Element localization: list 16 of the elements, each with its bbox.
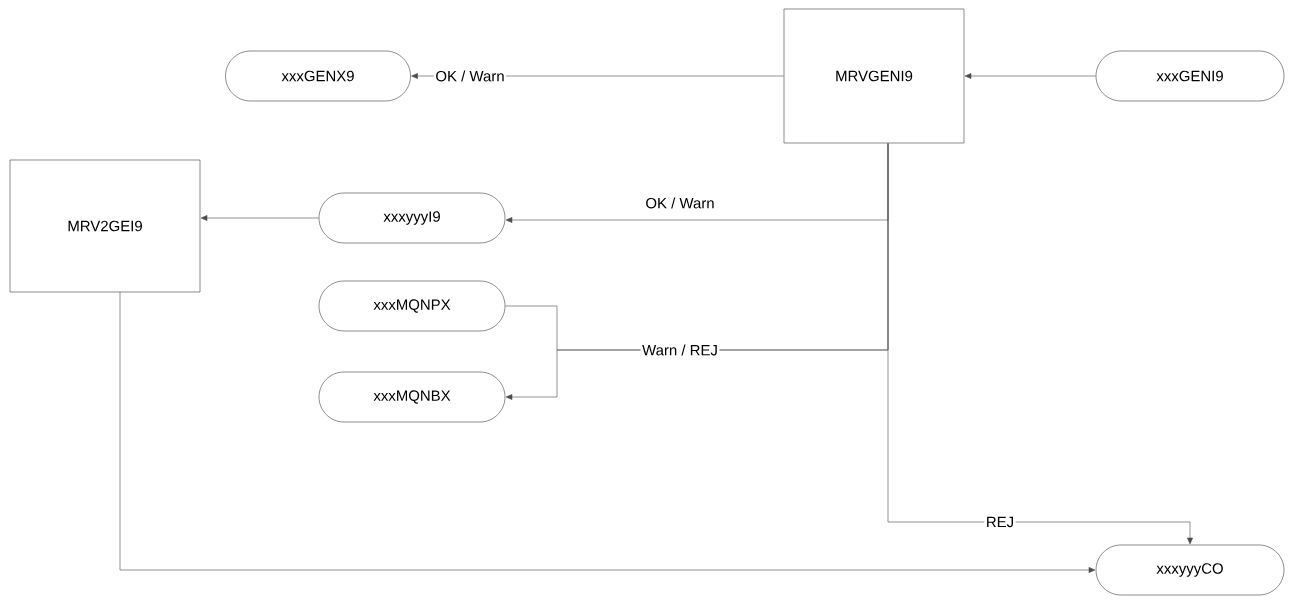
terminal-box: xxxyyyI9 [318,192,506,244]
arrow [119,292,1096,573]
terminal-box: xxxGENI9 [1095,50,1285,102]
process-box: MRV2GEI9 [9,159,201,293]
arrow [200,215,319,221]
edge-label: OK / Warn [433,69,507,83]
edge-label: Warn / REJ [640,343,720,357]
terminal-box: xxxMQNPX [318,280,506,332]
arrow [964,73,1096,79]
terminal-box: xxxMQNBX [318,371,506,423]
terminal-box: xxxyyyCO [1095,544,1285,596]
edge-label: OK / Warn [643,196,717,210]
terminal-box: xxxGENX9 [225,50,411,102]
edge-label: REJ [984,515,1016,529]
arrow [887,143,1193,545]
process-box: MRVGENI9 [783,8,965,144]
